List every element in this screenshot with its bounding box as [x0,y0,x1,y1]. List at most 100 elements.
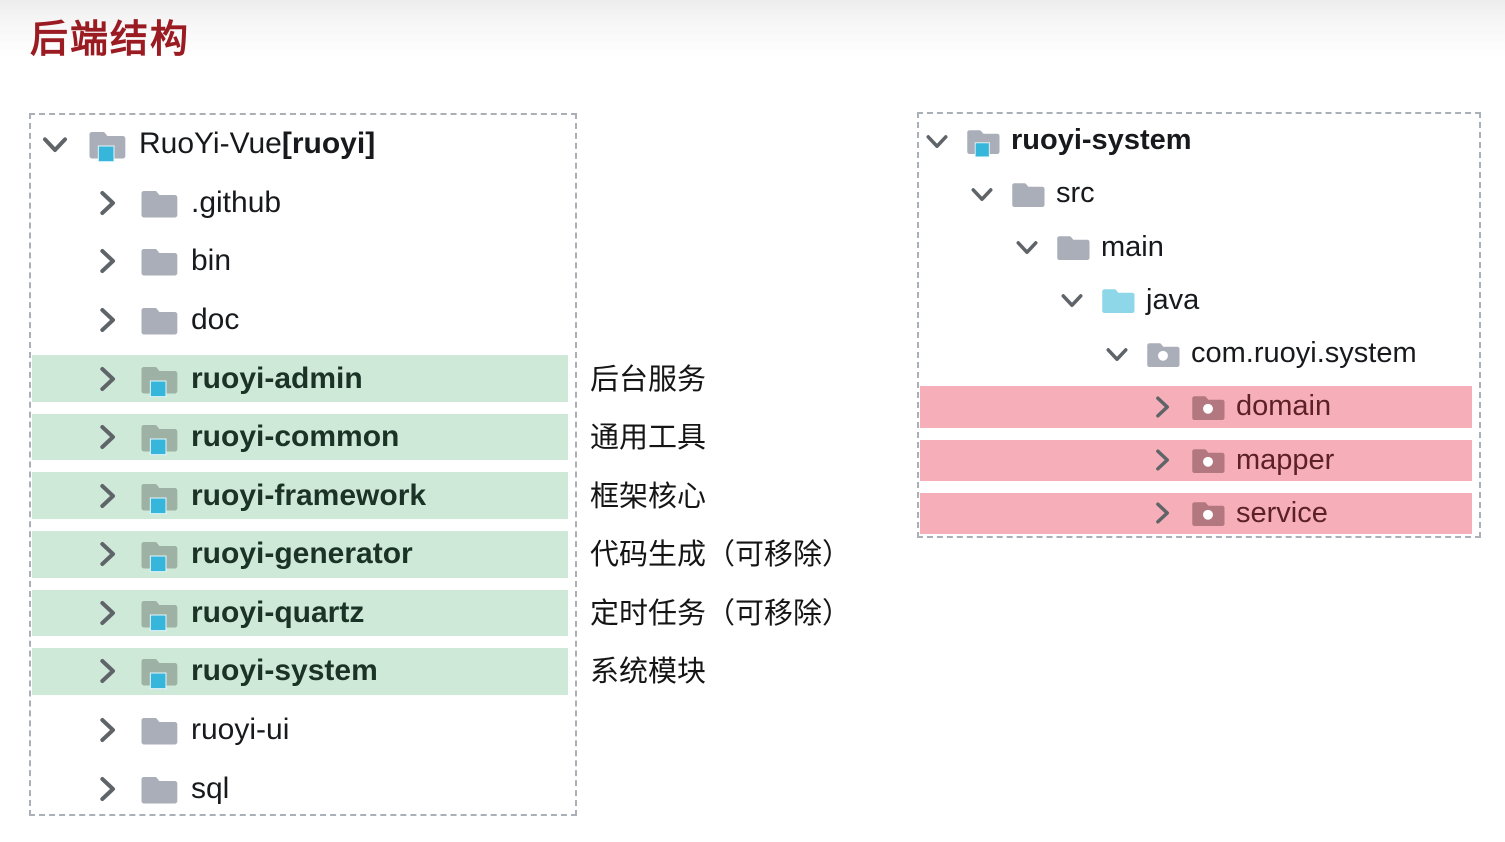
annotation-label: 后台服务 [590,363,707,396]
chevron-right-icon[interactable] [91,714,123,746]
annotation-label: 框架核心 [590,480,707,513]
tree-item-label: domain [1236,390,1332,423]
row-highlight [32,589,568,637]
tree-item-domain[interactable]: domain [919,380,1479,433]
tree-item-service[interactable]: service [919,487,1479,540]
chevron-right-icon[interactable] [91,187,123,219]
tree-item-java[interactable]: java [919,274,1479,327]
chevron-down-icon[interactable] [968,180,996,208]
tree-item-label: src [1056,177,1095,210]
chevron-down-icon[interactable] [923,127,951,155]
module-folder-icon [139,359,179,399]
tree-item-mapper[interactable]: mapper [919,434,1479,487]
project-tree-panel: RuoYi-Vue [ruoyi] .github bin doc ruoyi-admi… [29,113,577,816]
annotation-label: 定时任务（可移除） [590,597,852,630]
tree-item-ruoyi-common[interactable]: ruoyi-common [31,408,575,467]
tree-item-label: java [1146,283,1200,316]
chevron-right-icon[interactable] [1148,446,1176,474]
page-title: 后端结构 [30,19,191,61]
annotation-label: 系统模块 [590,656,707,689]
tree-item-github[interactable]: .github [31,174,575,233]
module-folder-icon [965,123,1001,159]
folder-icon [139,769,179,809]
chevron-down-icon[interactable] [1103,340,1131,368]
row-highlight [920,173,1472,214]
tree-item-com-ruoyi-system[interactable]: com.ruoyi.system [919,327,1479,380]
chevron-right-icon[interactable] [91,538,123,570]
chevron-right-icon[interactable] [91,245,123,277]
source-folder-icon [1100,282,1136,318]
tree-item-label: ruoyi-system [1011,124,1192,157]
tree-item-label-suffix: [ruoyi] [281,127,376,161]
module-folder-icon [139,534,179,574]
chevron-down-icon[interactable] [1058,286,1086,314]
chevron-right-icon[interactable] [91,304,123,336]
tree-item-label: bin [191,244,232,278]
folder-icon [139,241,179,281]
chevron-right-icon[interactable] [91,480,123,512]
chevron-right-icon[interactable] [1148,393,1176,421]
row-highlight [32,472,568,520]
row-highlight [32,413,568,461]
tree-item-label: .github [191,185,282,219]
tree-item-ruoyi-quartz[interactable]: ruoyi-quartz [31,584,575,643]
row-highlight [32,355,568,402]
tree-item-label: main [1101,230,1164,263]
row-highlight [920,120,1472,161]
chevron-right-icon[interactable] [91,773,123,805]
chevron-right-icon[interactable] [91,597,123,629]
chevron-right-icon[interactable] [91,421,123,453]
tree-item-label: service [1236,496,1328,529]
tree-item-label: com.ruoyi.system [1191,337,1417,370]
tree-item-label: doc [191,303,240,337]
row-highlight [32,531,568,578]
tree-item-ruoyi-vue[interactable]: RuoYi-Vue [ruoyi] [31,115,575,174]
package-folder-icon [1190,442,1226,478]
tree-item-label: sql [191,771,230,805]
tree-item-label: ruoyi-generator [191,537,413,571]
package-folder-icon [1190,389,1226,425]
folder-icon [139,300,179,340]
chevron-down-icon[interactable] [1013,233,1041,261]
tree-item-src[interactable]: src [919,167,1479,220]
chevron-down-icon[interactable] [39,128,71,160]
row-highlight [920,227,1472,268]
tree-item-main[interactable]: main [919,221,1479,274]
module-annotations: 后台服务通用工具框架核心代码生成（可移除） 定时任务（可移除） 系统模块 [590,113,910,699]
package-folder-icon [1145,336,1181,372]
annotation-label: 通用工具 [590,422,707,455]
folder-icon [1010,176,1046,212]
chevron-right-icon[interactable] [1148,499,1176,527]
folder-icon [1055,229,1091,265]
tree-item-ruoyi-admin[interactable]: ruoyi-admin [31,349,575,408]
tree-item-ruoyi-ui[interactable]: ruoyi-ui [31,701,575,760]
tree-item-label: ruoyi-ui [191,713,290,747]
row-highlight [32,648,568,695]
tree-item-bin[interactable]: bin [31,232,575,291]
tree-item-label: ruoyi-quartz [191,595,365,629]
folder-icon [139,710,179,750]
module-folder-icon [139,593,179,633]
folder-icon [139,183,179,223]
tree-item-label: mapper [1236,443,1335,476]
module-folder-icon [139,417,179,457]
tree-item-ruoyi-system[interactable]: ruoyi-system [919,114,1479,167]
module-folder-icon [139,651,179,691]
tree-item-doc[interactable]: doc [31,291,575,350]
module-folder-icon [139,476,179,516]
tree-item-ruoyi-generator[interactable]: ruoyi-generator [31,525,575,584]
tree-item-label: ruoyi-common [191,420,400,454]
tree-item-ruoyi-system[interactable]: ruoyi-system [31,642,575,701]
tree-item-label: ruoyi-system [191,654,378,688]
chevron-right-icon[interactable] [91,655,123,687]
package-folder-icon [1190,495,1226,531]
tree-item-sql[interactable]: sql [31,759,575,818]
tree-item-label: ruoyi-framework [191,478,427,512]
tree-item-label: ruoyi-admin [191,361,363,395]
module-folder-icon [87,124,127,164]
annotation-label: 代码生成（可移除） [590,539,852,572]
chevron-right-icon[interactable] [91,363,123,395]
tree-item-ruoyi-framework[interactable]: ruoyi-framework [31,466,575,525]
